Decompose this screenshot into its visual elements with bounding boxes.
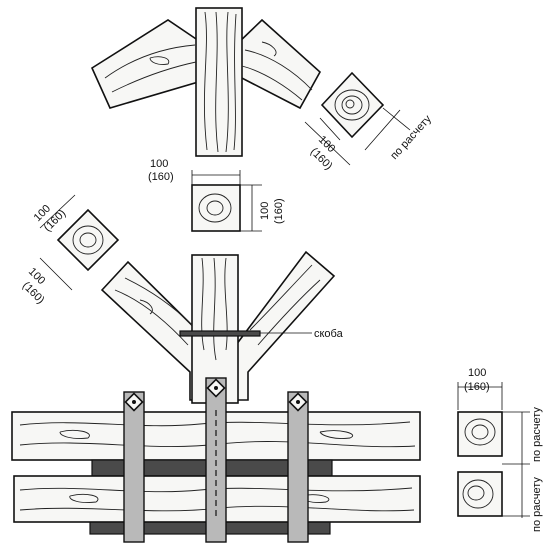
middle-section: 100 (160) 100 (160) bbox=[148, 158, 285, 232]
right-sections: 100 (160) по расчету по расчету bbox=[457, 367, 543, 532]
right-plate bbox=[287, 391, 309, 543]
right-dim-100: 100 bbox=[468, 367, 486, 379]
section-square bbox=[320, 71, 385, 139]
bottom-assembly bbox=[11, 377, 421, 543]
middle-dim-100: 100 bbox=[150, 158, 168, 170]
top-joint bbox=[90, 7, 322, 157]
top-right-calc-label: по расчету bbox=[388, 113, 434, 162]
middle-vdim-160: (160) bbox=[273, 198, 285, 224]
top-right-brace bbox=[235, 18, 322, 110]
middle-vdim-100: 100 bbox=[259, 202, 271, 220]
right-dim-160: (160) bbox=[464, 381, 490, 393]
clamp-bar bbox=[179, 330, 261, 337]
lower-right-brace bbox=[235, 250, 336, 401]
right-calc-label-upper: по расчету bbox=[531, 407, 543, 462]
middle-section-square bbox=[191, 184, 241, 232]
left-lower-dim-160: (160) bbox=[20, 280, 47, 307]
top-right-section: 100 (160) по расчету bbox=[304, 71, 434, 172]
right-section-lower bbox=[457, 471, 503, 517]
clamp-label: скоба bbox=[314, 328, 344, 340]
top-post bbox=[195, 7, 243, 157]
left-section-square bbox=[56, 208, 120, 272]
right-calc-label-lower: по расчету bbox=[531, 477, 543, 532]
middle-dim-160: (160) bbox=[148, 171, 174, 183]
left-plate bbox=[123, 391, 145, 543]
